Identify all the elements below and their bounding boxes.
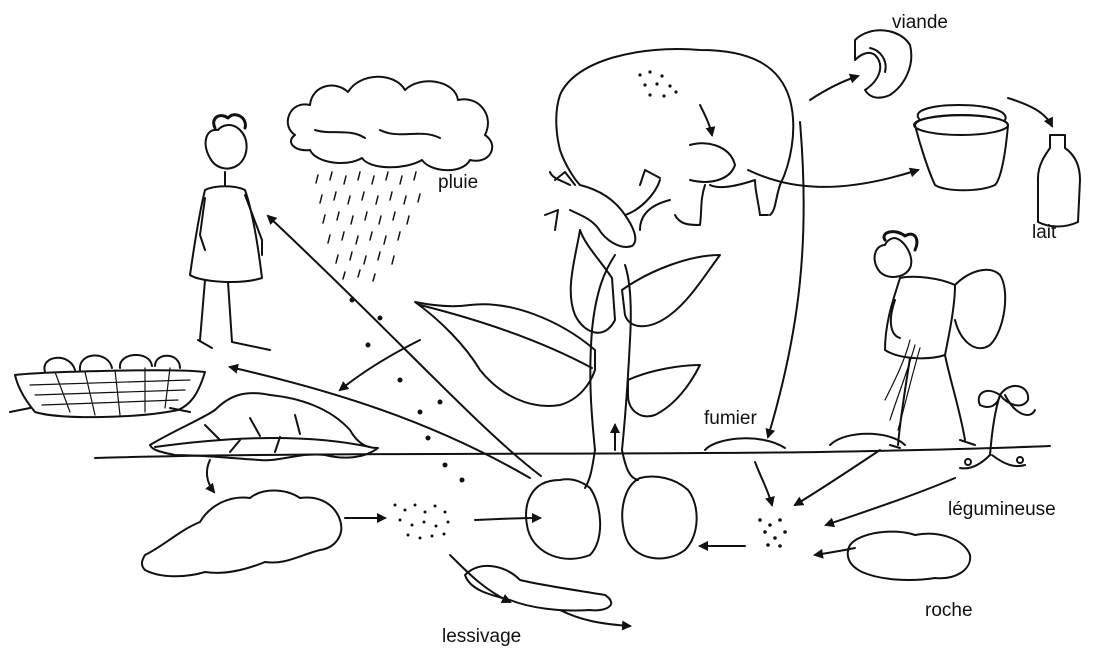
meat-icon (855, 30, 911, 97)
cow-nutrient-dots (638, 70, 677, 97)
label-viande: viande (892, 12, 948, 33)
milk-bottle-icon (1038, 135, 1080, 227)
humus-nutrient-dots (394, 504, 450, 540)
label-legumineuse: légumineuse (948, 499, 1056, 520)
label-roche: roche (925, 600, 973, 621)
rock-icon (848, 532, 970, 580)
woman-icon (190, 115, 270, 350)
cow-icon (545, 49, 793, 247)
basket-icon (10, 355, 205, 417)
rain-cloud-icon (288, 77, 492, 483)
label-lait: lait (1032, 222, 1057, 243)
decomposing-leaf-icon (142, 491, 341, 577)
bucket-icon (914, 105, 1008, 190)
label-lessivage: lessivage (442, 626, 521, 647)
label-fumier: fumier (704, 408, 757, 429)
soil-nutrient-dots (758, 518, 787, 548)
farmer-icon (830, 232, 1005, 448)
legume-plant-icon (960, 386, 1035, 468)
manure-pile-icon (705, 438, 785, 450)
label-pluie: pluie (438, 172, 478, 193)
plant-icon (415, 230, 720, 559)
labels: viande pluie lait fumier légumineuse roc… (438, 12, 1057, 647)
leaf-icon (150, 393, 378, 460)
ground-line (95, 446, 1050, 458)
